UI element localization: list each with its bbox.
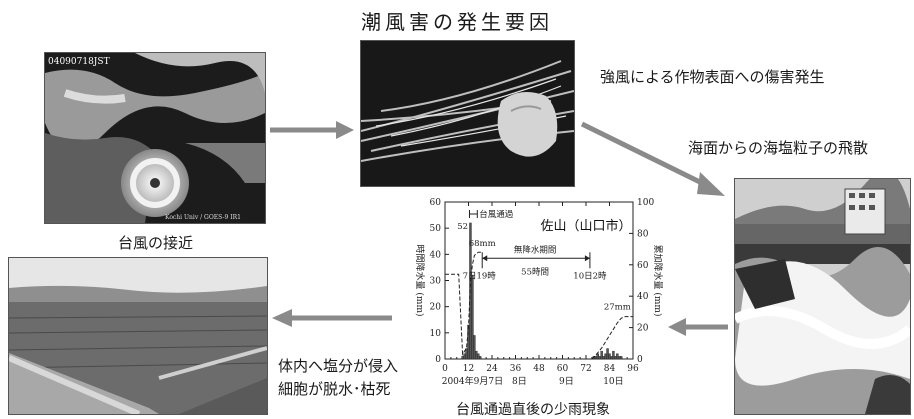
y-right-tick-label: 40 <box>637 292 649 302</box>
y-left-tick-label: 50 <box>430 224 442 234</box>
satellite-stamp: 04090718JST <box>48 57 110 67</box>
cumulative-line <box>591 316 633 360</box>
dry-period-arrowhead <box>584 255 590 262</box>
damaged-leaf-image <box>360 40 575 187</box>
typhoon-pass-label: 台風通過 <box>479 209 514 220</box>
hourly-bar <box>612 350 615 360</box>
hourly-bar <box>620 356 623 360</box>
waves-image <box>734 178 911 415</box>
dry-start-label: 7日19時 <box>463 271 497 281</box>
y-left-label: 時間降水量 (mm) <box>414 245 426 317</box>
hourly-bar <box>473 335 476 360</box>
x-tick-label: 84 <box>604 364 616 374</box>
date-label: 10日 <box>603 376 623 387</box>
caption-wind-damage: 強風による作物表面への傷害発生 <box>600 68 825 86</box>
peak-hourly-label: 52 <box>457 222 468 232</box>
y-left-tick-label: 60 <box>430 198 442 208</box>
arrow-down-right-icon <box>580 121 725 196</box>
dry-end-label: 10日2時 <box>573 271 607 281</box>
y-left-tick-label: 10 <box>430 329 442 339</box>
hourly-bar <box>475 350 478 360</box>
caption-typhoon: 台風の接近 <box>118 234 194 252</box>
x-tick-label: 60 <box>557 364 569 374</box>
arrow-left-icon <box>272 309 392 327</box>
chart-title: 佐山（山口市） <box>540 218 631 234</box>
hourly-bar <box>471 275 474 360</box>
dry-period-label: 無降水期間 <box>514 244 557 255</box>
arrow-right-icon <box>270 121 354 139</box>
caption-salt-intrusion-1: 体内へ塩分が侵入 <box>278 357 399 375</box>
x-tick-label: 24 <box>486 364 498 374</box>
y-left-tick-label: 20 <box>430 303 442 313</box>
y-right-tick-label: 100 <box>637 198 654 208</box>
hourly-bar <box>618 356 621 360</box>
rice-field-image <box>8 257 268 415</box>
hourly-bar <box>608 353 611 360</box>
hourly-bar <box>594 356 597 360</box>
y-right-label: 累加降水量 (mm) <box>652 245 664 317</box>
hourly-bar <box>461 356 464 360</box>
arrow-left-icon <box>668 318 728 336</box>
satellite-credit: Kochi Univ / GOES-9 IR1 <box>165 214 241 221</box>
hourly-bar <box>477 353 480 360</box>
date-label: 2004年9月7日 <box>442 375 503 387</box>
dry-period-arrowhead <box>482 255 488 262</box>
hourly-bar <box>606 348 609 360</box>
satellite-image: 04090718JST Kochi Univ / GOES-9 IR1 <box>44 52 266 224</box>
dry-hours-label: 55時間 <box>521 267 549 277</box>
y-left-tick-label: 0 <box>435 355 441 365</box>
hourly-bar <box>467 324 470 360</box>
date-label: 9日 <box>559 376 574 387</box>
x-tick-label: 48 <box>533 364 545 374</box>
hourly-bar <box>604 353 607 360</box>
hourly-bar <box>463 353 466 360</box>
hourly-bar <box>598 356 601 360</box>
hourly-bar <box>614 356 617 360</box>
hourly-bar <box>596 353 599 360</box>
caption-salt-spray: 海面からの海塩粒子の飛散 <box>688 139 869 157</box>
y-right-tick-label: 20 <box>637 324 649 334</box>
x-tick-label: 12 <box>463 364 474 374</box>
hourly-bar <box>600 350 603 360</box>
cumulative-2-label: 27mm <box>604 303 631 313</box>
x-tick-label: 72 <box>580 364 591 374</box>
y-right-tick-label: 0 <box>637 355 643 365</box>
y-left-tick-label: 30 <box>430 277 442 287</box>
caption-rain: 台風通過直後の少雨現象 <box>456 402 610 418</box>
date-label: 8日 <box>512 376 527 387</box>
hourly-bar <box>616 353 619 360</box>
diagram-title: 潮風害の発生要因 <box>361 10 553 34</box>
hourly-bar <box>610 356 613 360</box>
x-tick-label: 36 <box>510 364 522 374</box>
hourly-bar <box>465 348 468 360</box>
y-right-tick-label: 80 <box>637 229 649 239</box>
y-left-tick-label: 40 <box>430 250 442 260</box>
x-tick-label: 96 <box>627 364 639 374</box>
cumulative-1-label: 68mm <box>469 239 496 249</box>
hourly-bar <box>479 356 482 360</box>
x-tick-label: 0 <box>442 364 448 374</box>
caption-salt-intrusion-2: 細胞が脱水･枯死 <box>278 380 391 398</box>
y-right-tick-label: 60 <box>637 261 649 271</box>
cumulative-line <box>445 251 483 356</box>
hourly-bar <box>602 356 605 360</box>
